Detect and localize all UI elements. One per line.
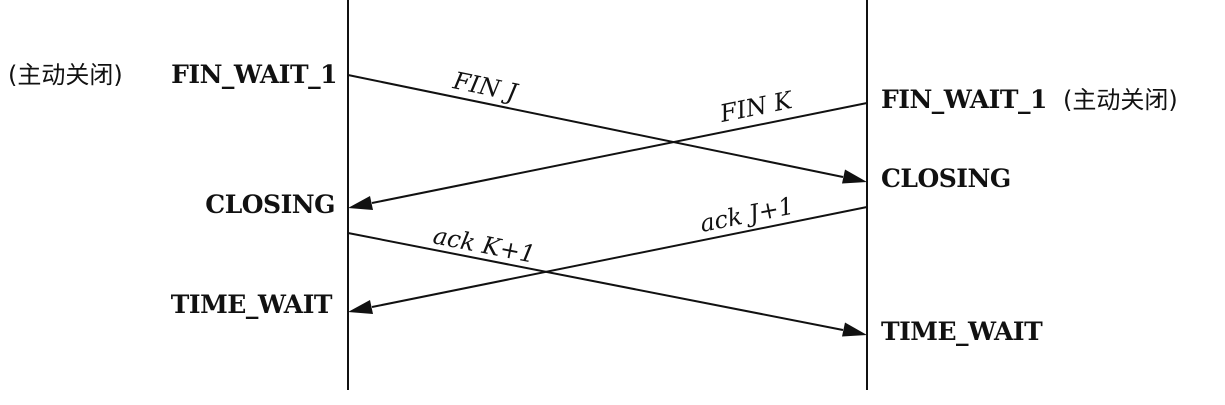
left-active-close-note: (主动关闭) xyxy=(8,61,123,89)
ack-k1-arrow-line xyxy=(347,232,844,331)
right-state-fin-wait-1: FIN_WAIT_1 xyxy=(881,85,1047,114)
right-active-close-note: (主动关闭) xyxy=(1063,86,1178,114)
fin-j-arrow-line xyxy=(347,74,844,178)
ack-j1-arrow-line xyxy=(371,206,868,308)
right-state-closing: CLOSING xyxy=(881,164,1011,193)
fin-j-label: FIN J xyxy=(450,66,521,107)
left-state-fin-wait-1: FIN_WAIT_1 xyxy=(171,60,337,89)
fin-k-arrow-line xyxy=(371,102,868,204)
left-state-closing: CLOSING xyxy=(205,190,335,219)
ack-j1-arrowhead-icon xyxy=(348,300,373,314)
right-state-time-wait: TIME_WAIT xyxy=(881,317,1043,346)
ack-k1-label: ack K+1 xyxy=(431,221,538,268)
ack-k1-arrowhead-icon xyxy=(842,322,867,337)
fin-k-label: FIN K xyxy=(717,86,797,128)
left-state-time-wait: TIME_WAIT xyxy=(171,290,333,319)
fin-k-arrowhead-icon xyxy=(348,196,373,210)
fin-j-arrowhead-icon xyxy=(842,169,867,184)
